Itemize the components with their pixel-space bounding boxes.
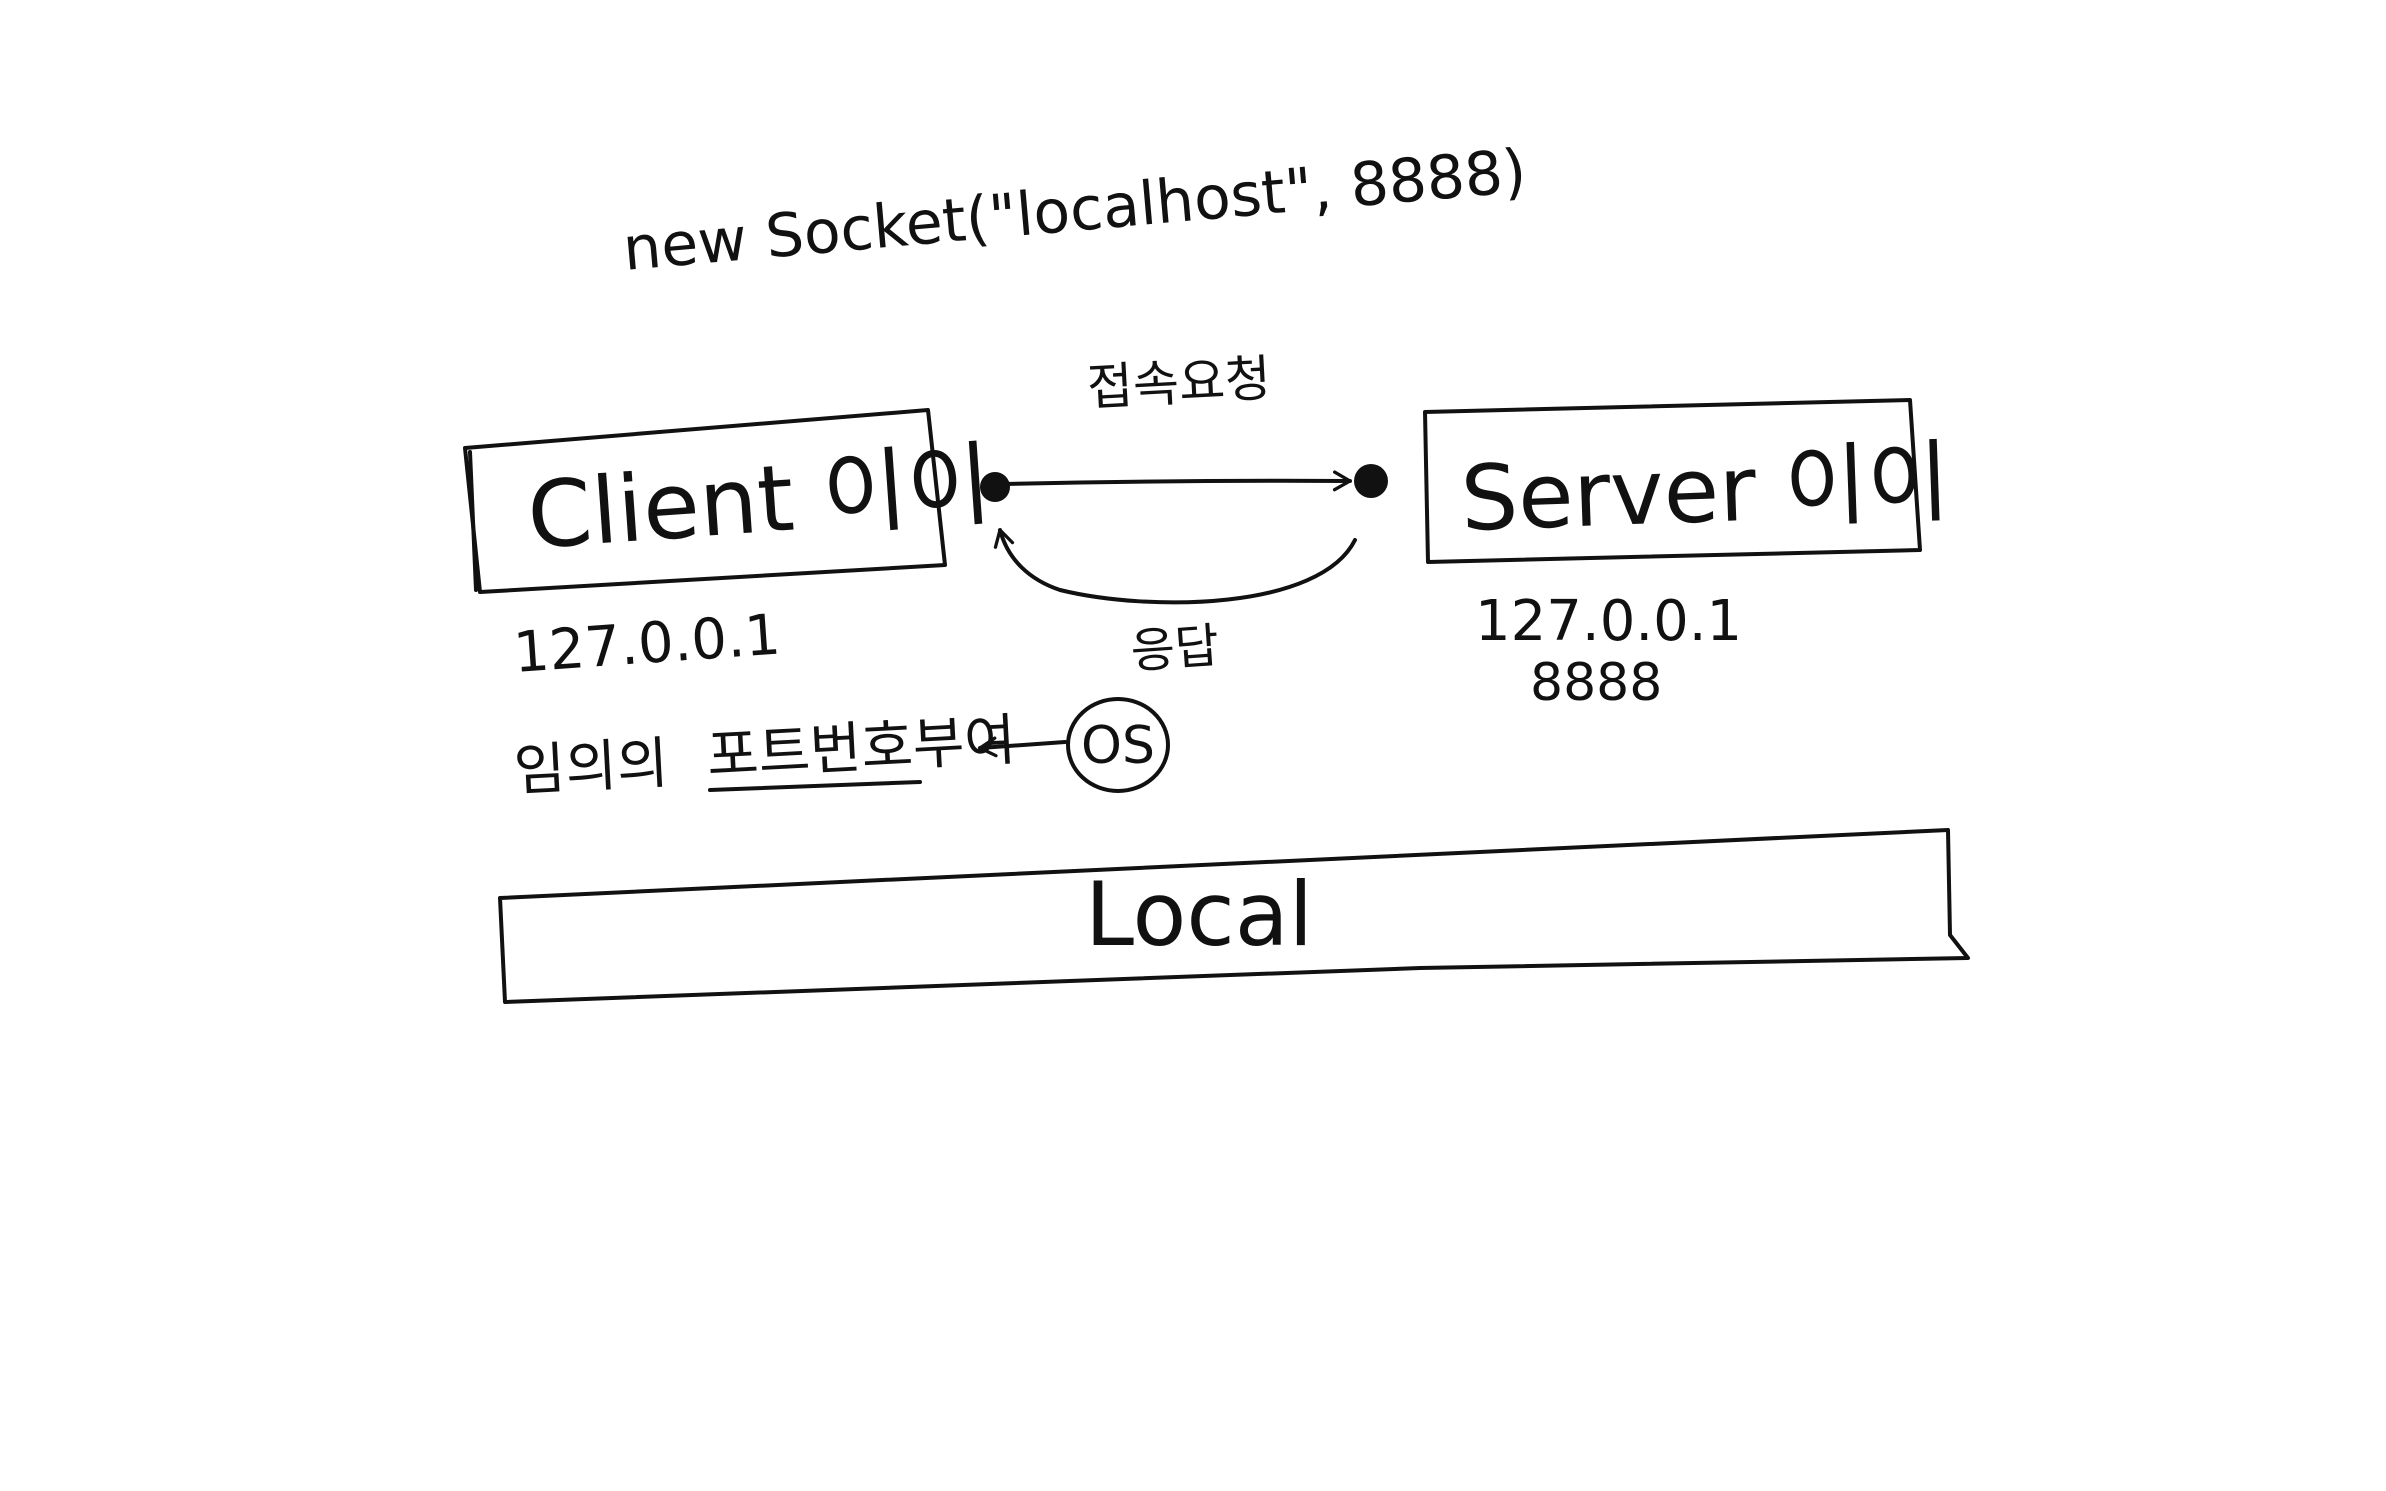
client-ip: 127.0.0.1 xyxy=(511,602,782,685)
os-label: OS xyxy=(1081,716,1155,776)
client-endpoint-dot xyxy=(980,472,1010,502)
response-label: 응답 xyxy=(1129,618,1221,680)
server-port: 8888 xyxy=(1530,653,1662,713)
server-box xyxy=(1423,398,1922,564)
server-ip: 127.0.0.1 xyxy=(1475,589,1742,654)
server-endpoint-dot xyxy=(1354,464,1388,498)
client-box xyxy=(463,408,947,594)
request-arrow xyxy=(1003,470,1352,492)
os-circle xyxy=(1066,697,1170,793)
local-box-frame xyxy=(498,828,1970,1004)
server-box-frame xyxy=(1423,398,1922,564)
server-box-label: Server 이이 xyxy=(1459,430,1952,552)
os-to-port-arrow xyxy=(978,736,1067,758)
response-arrow xyxy=(993,528,1357,605)
request-label: 접속요청 xyxy=(1086,349,1273,417)
port-assign-prefix: 임의의 xyxy=(512,731,670,804)
socket-code-label: new Socket("localhost", 8888) xyxy=(620,136,1529,285)
local-label: Local xyxy=(1085,863,1313,966)
port-assign-text: 포트번호부여 xyxy=(705,708,1017,789)
local-box xyxy=(498,828,1970,1004)
port-assign-underline xyxy=(708,780,922,792)
client-box-label: Client 이이 xyxy=(524,431,995,570)
client-box-shadow-edge xyxy=(468,450,478,592)
